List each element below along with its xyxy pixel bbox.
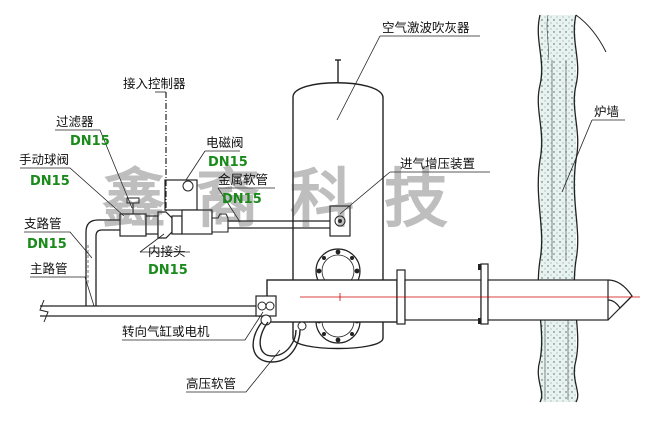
label-solenoid: 电磁阀 xyxy=(206,135,244,150)
leader-lines xyxy=(20,35,625,393)
nozzle-pipe xyxy=(266,263,640,325)
label-solenoid-dn: DN15 xyxy=(208,155,248,170)
label-inner-joint: 内接头 xyxy=(148,244,186,259)
label-actuator: 转向气缸或电机 xyxy=(122,324,210,339)
label-filter-dn: DN15 xyxy=(70,134,110,149)
label-filter: 过滤器 xyxy=(56,114,94,129)
label-main-pipe: 主路管 xyxy=(30,261,68,276)
controller-cable xyxy=(155,91,167,212)
label-metal-hose: 金属软管 xyxy=(218,172,269,187)
label-pressure-booster: 进气增压装置 xyxy=(400,156,476,171)
label-controller: 接入控制器 xyxy=(123,76,186,91)
label-hp-hose: 高压软管 xyxy=(186,376,237,391)
label-blower: 空气激波吹灰器 xyxy=(382,20,470,35)
label-branch-pipe-dn: DN15 xyxy=(27,237,67,252)
label-furnace-wall: 炉墙 xyxy=(594,104,620,119)
label-branch-pipe: 支路管 xyxy=(24,216,62,231)
label-metal-hose-dn: DN15 xyxy=(222,192,262,207)
label-manual-valve: 手动球阀 xyxy=(19,152,70,167)
branch-pipe xyxy=(85,219,120,306)
label-manual-valve-dn: DN15 xyxy=(30,174,70,189)
actuator-hose xyxy=(252,295,307,363)
furnace-wall xyxy=(537,14,607,403)
watermark: 鑫裔科技 xyxy=(102,162,478,237)
main-pipe xyxy=(39,299,270,323)
label-inner-joint-dn: DN15 xyxy=(148,263,188,278)
valve-assembly xyxy=(119,179,351,239)
